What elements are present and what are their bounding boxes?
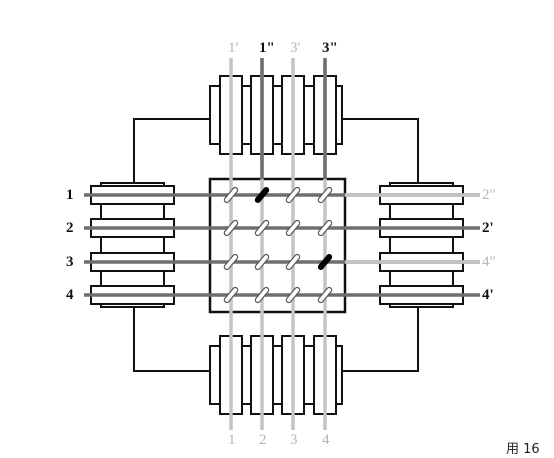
crosspoint-switch-r3c2 xyxy=(254,253,270,271)
open-switch xyxy=(285,186,301,204)
top-label-3: 3' xyxy=(290,40,301,56)
left-label-4: 4 xyxy=(66,287,74,303)
open-switch xyxy=(223,253,239,271)
open-switch xyxy=(285,219,301,237)
open-switch xyxy=(223,286,239,304)
crosspoint-switch-r1c3 xyxy=(285,186,301,204)
crosspoint-switch-r2c2 xyxy=(254,219,270,237)
bottom-label-1: 1 xyxy=(228,432,236,448)
right-label-4: 4' xyxy=(482,287,494,303)
right-label-3: 4" xyxy=(482,254,496,270)
left-label-1: 1 xyxy=(66,187,74,203)
crosspoint-switch-r3c1 xyxy=(223,253,239,271)
figure-caption: 用 16 xyxy=(506,442,540,457)
top-label-4: 3" xyxy=(322,40,338,56)
left-label-2: 2 xyxy=(66,220,74,236)
top-label-1: 1' xyxy=(228,40,239,56)
open-switch xyxy=(223,186,239,204)
crosspoint-switch-r2c4 xyxy=(317,219,333,237)
open-switch xyxy=(317,186,333,204)
right-label-1: 2" xyxy=(482,187,496,203)
crosspoint-switch-r2c1 xyxy=(223,219,239,237)
open-switch xyxy=(285,253,301,271)
crosspoint-switch-r2c3 xyxy=(285,219,301,237)
right-label-2: 2' xyxy=(482,220,494,236)
crosspoint-switch-r4c1 xyxy=(223,286,239,304)
open-switch xyxy=(223,219,239,237)
open-switch xyxy=(254,219,270,237)
crosspoint-switch-r4c3 xyxy=(285,286,301,304)
open-switch xyxy=(254,286,270,304)
bottom-label-3: 3 xyxy=(290,432,298,448)
crosspoint-switch-r3c4 xyxy=(317,254,333,270)
bottom-label-2: 2 xyxy=(259,432,267,448)
open-switch xyxy=(317,286,333,304)
crosspoint-switch-r3c3 xyxy=(285,253,301,271)
top-label-2: 1" xyxy=(259,40,275,56)
crosspoint-switch-r1c4 xyxy=(317,186,333,204)
crosspoint-switch-r1c2 xyxy=(254,187,270,203)
bottom-label-4: 4 xyxy=(322,432,330,448)
closed-switch xyxy=(254,187,270,203)
open-switch xyxy=(317,219,333,237)
crosspoint-switch-r4c4 xyxy=(317,286,333,304)
open-switch xyxy=(285,286,301,304)
open-switch xyxy=(254,253,270,271)
crosspoint-switch-r4c2 xyxy=(254,286,270,304)
left-label-3: 3 xyxy=(66,254,74,270)
crosspoint-switch-r1c1 xyxy=(223,186,239,204)
closed-switch xyxy=(317,254,333,270)
